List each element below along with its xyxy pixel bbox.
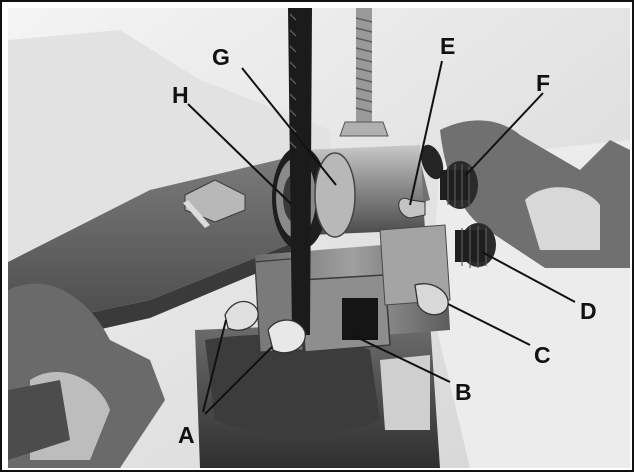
bearing-collar <box>314 152 356 238</box>
callout-label-h: H <box>172 82 189 108</box>
blade-teeth <box>289 13 297 149</box>
rod-nut <box>339 121 389 137</box>
left-cradle-shadow <box>8 380 70 460</box>
callout-label-e: E <box>440 33 456 59</box>
thumb-screw-a-right <box>267 319 306 354</box>
callout-leader-lines <box>187 60 576 415</box>
callout-label-g: G <box>212 44 230 70</box>
lower-adjuster-knob-assembly <box>455 223 496 268</box>
callout-label-b: B <box>455 379 472 405</box>
callout-label-a: A <box>178 422 195 448</box>
lower-guide-face <box>380 355 430 430</box>
guide-block-insert <box>342 298 378 340</box>
right-cradle-inner <box>525 187 600 250</box>
callout-label-c: C <box>534 342 551 368</box>
threaded-rod <box>356 8 372 126</box>
hex-bolt <box>184 179 246 223</box>
upper-adjuster-knob-assembly <box>398 144 478 219</box>
callout-label-d: D <box>580 298 597 324</box>
plate-highlight <box>183 200 210 228</box>
thumb-screw-a-left <box>224 300 259 331</box>
callout-label-f: F <box>536 70 551 96</box>
lower-guide-recess <box>205 334 380 435</box>
saw-blade <box>288 8 312 335</box>
rod-threads <box>355 17 373 113</box>
